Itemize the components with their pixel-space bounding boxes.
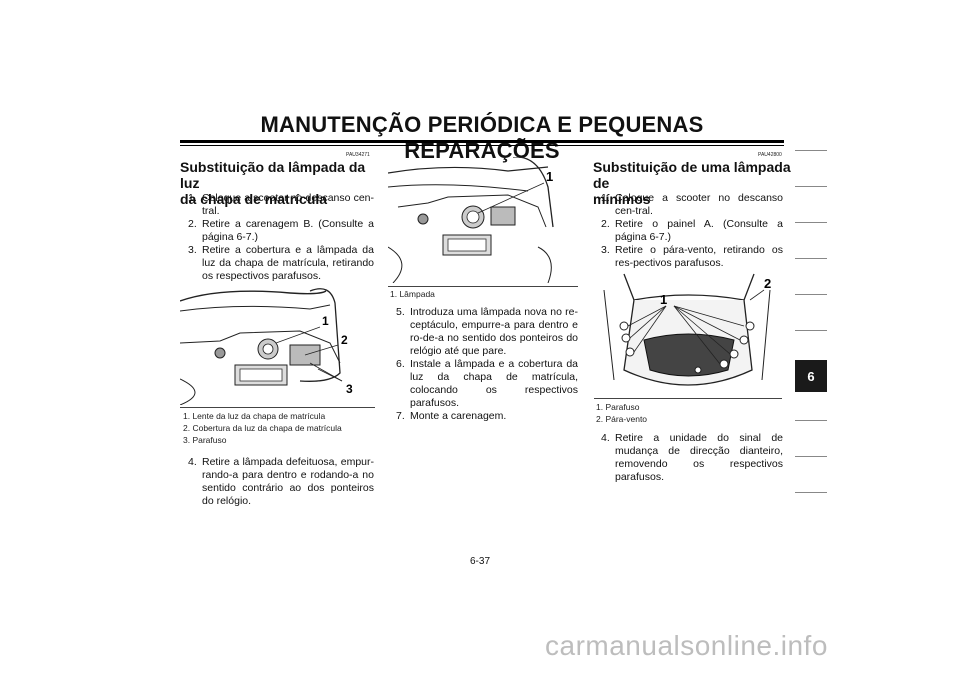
- tab-marker-line: [795, 222, 827, 223]
- step-number: 7.: [396, 410, 405, 422]
- section-heading: Substituição de uma lâmpada de mínimos: [593, 159, 793, 207]
- step-text: Instale a lâmpada e a cobertura da luz d…: [410, 358, 578, 409]
- tab-marker-line: [795, 258, 827, 259]
- callout-3: 3: [346, 382, 353, 396]
- callout-1: 1: [660, 292, 667, 307]
- tab-marker-line: [795, 150, 827, 151]
- heading-line: mínimos: [593, 191, 651, 207]
- step-number: 5.: [396, 306, 405, 318]
- step-text: Retire a lâmpada defeituosa, empur-rando…: [202, 456, 374, 507]
- caption-line: 2. Pára-vento: [596, 414, 648, 424]
- callout-1: 1: [546, 169, 553, 184]
- step-item: 6. Instale a lâmpada e a cobertura da luz…: [396, 358, 578, 410]
- step-text: Retire o painel A. (Consulte a página 6-…: [615, 218, 783, 243]
- step-number: 4.: [188, 456, 197, 468]
- step-number: 3.: [601, 244, 610, 256]
- windshield-figure: 1 2: [603, 273, 771, 386]
- section-code: PAU34271: [346, 152, 370, 158]
- step-text: Introduza uma lâmpada nova no re-ceptácu…: [410, 306, 578, 357]
- header-rule-thin: [180, 145, 784, 146]
- step-list: 1. Coloque a scooter no descanso cen-tral…: [188, 192, 374, 283]
- caption-rule: [180, 407, 375, 408]
- step-text: Retire o pára-vento, retirando os res-pe…: [615, 244, 783, 269]
- step-item: 5. Introduza uma lâmpada nova no re-ceptá…: [396, 306, 578, 358]
- step-number: 1.: [188, 192, 197, 204]
- callout-2: 2: [764, 276, 771, 291]
- step-item: 4. Retire a lâmpada defeituosa, empur-ran…: [188, 456, 374, 508]
- tab-marker-line: [795, 492, 827, 493]
- step-text: Retire a carenagem B. (Consulte a página…: [202, 218, 374, 243]
- figure-caption: 1. Lente da luz da chapa de matrícula 2.…: [183, 410, 383, 446]
- caption-line: 2. Cobertura da luz da chapa de matrícul…: [183, 423, 342, 433]
- tab-marker-line: [795, 186, 827, 187]
- step-item: 1. Coloque a scooter no descanso cen-tral…: [188, 192, 374, 218]
- watermark: carmanualsonline.info: [545, 630, 828, 661]
- caption-line: 1. Parafuso: [596, 402, 640, 412]
- heading-line: Substituição de uma lâmpada de: [593, 159, 791, 191]
- caption-line: 1. Lente da luz da chapa de matrícula: [183, 411, 326, 421]
- tab-marker-line: [795, 420, 827, 421]
- step-item: 3. Retire o pára-vento, retirando os res-…: [601, 244, 783, 270]
- tab-marker-line: [795, 456, 827, 457]
- step-number: 2.: [188, 218, 197, 230]
- bulb-figure: 1: [388, 157, 554, 283]
- step-item: 7. Monte a carenagem.: [396, 410, 578, 423]
- step-item: 1. Coloque a scooter no descanso cen-tral…: [601, 192, 783, 218]
- license-light-figure: 1 2 3: [180, 288, 353, 405]
- step-number: 6.: [396, 358, 405, 370]
- step-number: 1.: [601, 192, 610, 204]
- step-list: 4. Retire a lâmpada defeituosa, empur-ran…: [188, 456, 374, 508]
- step-number: 2.: [601, 218, 610, 230]
- step-item: 2. Retire o painel A. (Consulte a página …: [601, 218, 783, 244]
- step-text: Retire a cobertura e a lâmpada da luz da…: [202, 244, 374, 282]
- section-code: PAU42800: [758, 152, 782, 158]
- heading-line: Substituição da lâmpada da luz: [180, 159, 366, 191]
- step-number: 3.: [188, 244, 197, 256]
- step-list: 1. Coloque a scooter no descanso cen-tral…: [601, 192, 783, 270]
- caption-rule: [594, 398, 782, 399]
- figure-caption: 1. Parafuso 2. Pára-vento: [596, 401, 647, 425]
- step-item: 2. Retire a carenagem B. (Consulte a pági…: [188, 218, 374, 244]
- tab-marker-line: [795, 330, 827, 331]
- step-item: 4. Retire a unidade do sinal de mudança d…: [601, 432, 783, 484]
- section-heading: Substituição da lâmpada da luz da chapa …: [180, 159, 380, 207]
- step-list: 5. Introduza uma lâmpada nova no re-ceptá…: [396, 306, 578, 423]
- step-text: Coloque a scooter no descanso cen-tral.: [202, 192, 374, 217]
- figure-caption: 1. Lâmpada: [390, 289, 435, 299]
- step-number: 4.: [601, 432, 610, 444]
- callout-1: 1: [322, 314, 329, 328]
- caption-line: 3. Parafuso: [183, 435, 227, 445]
- caption-rule: [388, 286, 578, 287]
- step-text: Monte a carenagem.: [410, 410, 507, 422]
- step-text: Coloque a scooter no descanso cen-tral.: [615, 192, 783, 217]
- tab-marker-line: [795, 294, 827, 295]
- step-item: 3. Retire a cobertura e a lâmpada da luz …: [188, 244, 374, 283]
- page-number: 6-37: [469, 556, 490, 567]
- callout-2: 2: [341, 333, 348, 347]
- heading-line: da chapa de matrícula: [180, 191, 328, 207]
- step-text: Retire a unidade do sinal de mudança de …: [615, 432, 783, 483]
- step-list: 4. Retire a unidade do sinal de mudança d…: [601, 432, 783, 484]
- chapter-tab: 6: [795, 360, 827, 392]
- header-rule: [180, 140, 784, 143]
